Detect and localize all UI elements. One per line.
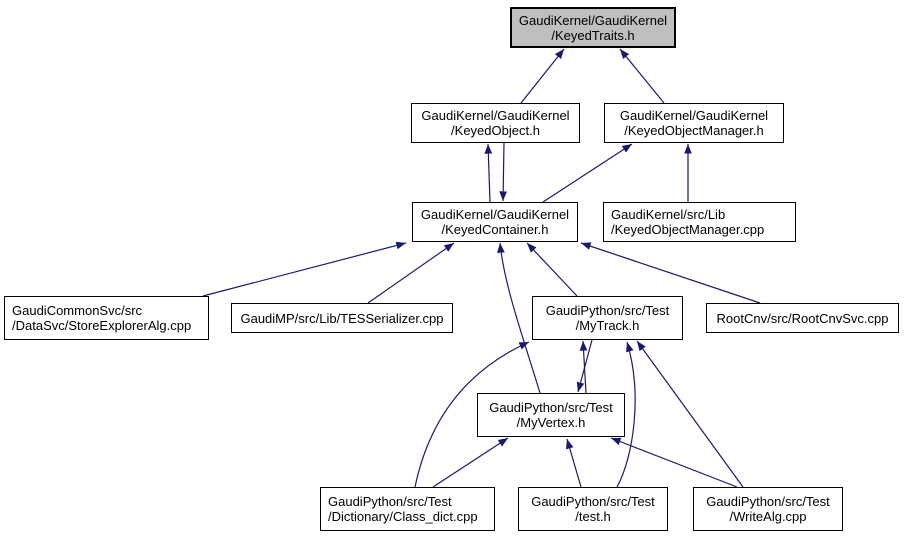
- edge-storeexplorer-to-keyedcontainer: [202, 241, 407, 297]
- node-label-line2: /KeyedObjectManager.h: [624, 123, 764, 138]
- edge-mytrack-to-myvertex: [576, 339, 593, 393]
- node-label-line2: /KeyedContainer.h: [441, 222, 549, 237]
- node-keyedobjectmanager-h[interactable]: GaudiKernel/GaudiKernel /KeyedObjectMana…: [604, 103, 784, 143]
- edge-keyedcontainer-to-keyedobject: [484, 143, 493, 203]
- node-keyedobjectmanager-cpp[interactable]: GaudiKernel/src/Lib /KeyedObjectManager.…: [603, 202, 796, 242]
- node-label-line2: /KeyedObject.h: [451, 123, 540, 138]
- node-label-line1: GaudiPython/src/Test: [489, 400, 613, 415]
- node-label-line2: /KeyedTraits.h: [551, 27, 635, 43]
- node-label-line2: /WriteAlg.cpp: [729, 509, 807, 524]
- edge-myvertex-to-keyedcontainer: [497, 242, 541, 394]
- node-label-line1: GaudiPython/src/Test: [531, 494, 655, 509]
- edge-testh-to-mytrack: [616, 341, 636, 488]
- node-label-line1: GaudiPython/src/Test: [545, 303, 670, 318]
- node-label-line2: /MyVertex.h: [516, 415, 586, 430]
- node-label-line1: GaudiKernel/GaudiKernel: [420, 207, 570, 222]
- node-label-line1: RootCnv/src/RootCnvSvc.cpp: [716, 310, 889, 326]
- node-rootcnvsvc-cpp[interactable]: RootCnv/src/RootCnvSvc.cpp: [706, 303, 899, 333]
- node-myvertex-h[interactable]: GaudiPython/src/Test /MyVertex.h: [477, 393, 625, 437]
- node-label-line1: GaudiPython/src/Test: [706, 494, 830, 509]
- node-label-line1: GaudiKernel/src/Lib: [611, 207, 726, 222]
- node-label-line1: GaudiKernel/GaudiKernel: [619, 108, 769, 123]
- node-keyedcontainer-h[interactable]: GaudiKernel/GaudiKernel /KeyedContainer.…: [412, 202, 578, 242]
- node-label-line1: GaudiKernel/GaudiKernel: [518, 12, 668, 28]
- node-label-line2: /MyTrack.h: [575, 318, 640, 333]
- edge-testh-to-myvertex: [565, 438, 582, 488]
- node-label-line2: /DataSvc/StoreExplorerAlg.cpp: [12, 318, 192, 333]
- node-label-line2: /Dictionary/Class_dict.cpp: [328, 509, 478, 524]
- node-label-line2: /KeyedObjectManager.cpp: [611, 222, 765, 237]
- node-tesserializer-cpp[interactable]: GaudiMP/src/Lib/TESSerializer.cpp: [231, 303, 453, 333]
- node-label-line1: GaudiKernel/GaudiKernel: [421, 108, 570, 123]
- node-label-line1: GaudiCommonSvc/src: [12, 303, 143, 318]
- edge-mytrack-to-keyedcontainer: [526, 242, 578, 297]
- node-keyedtraits-h[interactable]: GaudiKernel/GaudiKernel /KeyedTraits.h: [510, 7, 676, 48]
- node-keyedobject-h[interactable]: GaudiKernel/GaudiKernel /KeyedObject.h: [411, 103, 580, 143]
- edge-keyedobject-to-keyedtraits: [520, 48, 565, 104]
- node-label-line2: /test.h: [575, 509, 611, 524]
- edge-keyedobject-to-keyedcontainer: [499, 142, 508, 202]
- edge-keyedcontainer-to-keyedobjectmanager-h: [542, 143, 633, 203]
- node-label-line1: GaudiPython/src/Test: [328, 494, 452, 509]
- node-class-dict-cpp[interactable]: GaudiPython/src/Test /Dictionary/Class_d…: [320, 487, 495, 531]
- node-label-line1: GaudiMP/src/Lib/TESSerializer.cpp: [240, 310, 444, 326]
- node-mytrack-h[interactable]: GaudiPython/src/Test /MyTrack.h: [532, 296, 683, 340]
- edge-writealg-to-mytrack: [636, 340, 744, 488]
- edge-writealg-to-myvertex: [610, 437, 738, 488]
- edge-classdict-to-myvertex: [432, 437, 509, 488]
- edge-tesserializer-to-keyedcontainer: [367, 242, 455, 304]
- node-writealg-cpp[interactable]: GaudiPython/src/Test /WriteAlg.cpp: [693, 487, 843, 531]
- edge-keyedobjectmanager-h-to-keyedtraits: [619, 48, 665, 104]
- edge-rootcnv-to-keyedcontainer: [580, 242, 761, 304]
- node-storeexploreralg-cpp[interactable]: GaudiCommonSvc/src /DataSvc/StoreExplore…: [4, 296, 209, 340]
- node-test-h[interactable]: GaudiPython/src/Test /test.h: [518, 487, 668, 531]
- edge-classdict-to-mytrack: [414, 341, 530, 488]
